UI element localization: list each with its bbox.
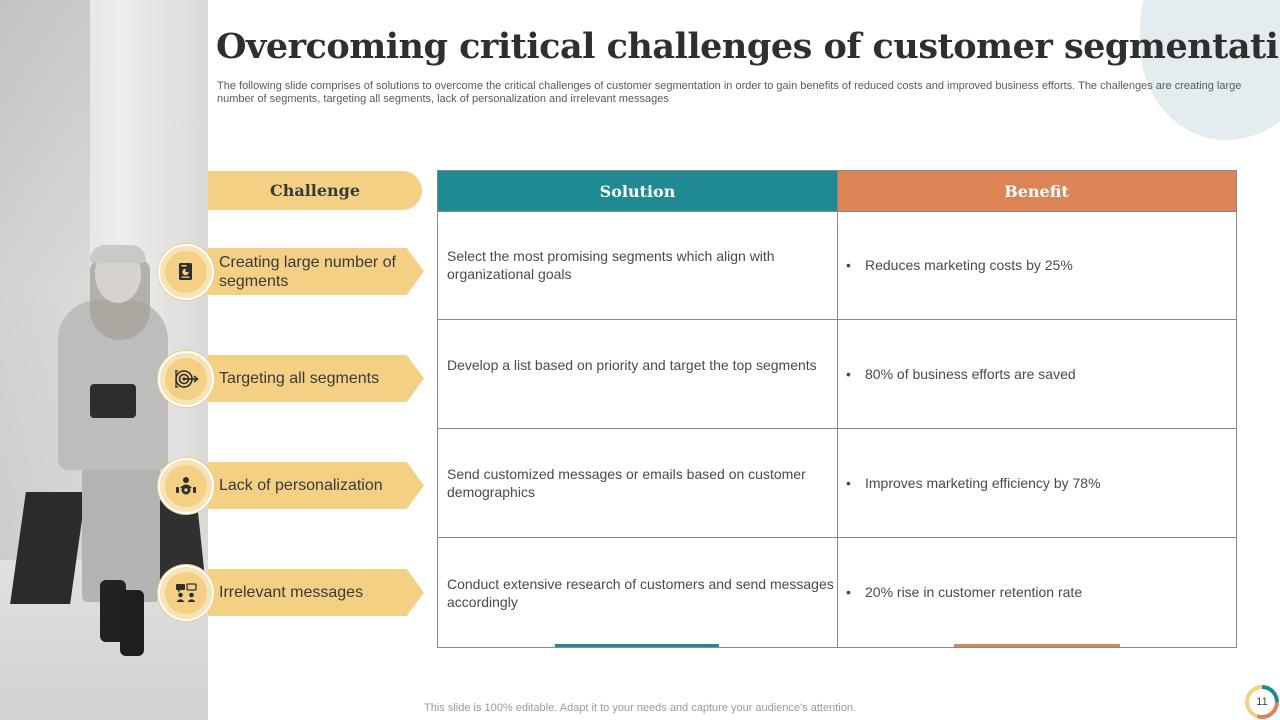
target-icon	[158, 351, 214, 407]
solution-header: Solution	[438, 171, 837, 211]
messages-people-icon	[158, 565, 214, 621]
challenge-arrow	[208, 355, 424, 402]
benefit-cell-1: •Reduces marketing costs by 25%	[846, 257, 1073, 273]
solution-cell-2: Develop a list based on priority and tar…	[447, 357, 817, 373]
challenge-row-3: Lack of personalization	[158, 458, 428, 514]
column-divider	[837, 171, 838, 647]
woman-shopping-photo	[0, 0, 208, 720]
benefit-text: Improves marketing efficiency by 78%	[865, 475, 1101, 491]
page-number-badge: 11	[1245, 685, 1279, 719]
challenge-arrow	[208, 462, 424, 509]
solution-cell-1: Select the most promising segments which…	[447, 248, 775, 282]
row-divider	[438, 319, 1236, 320]
benefit-cell-3: •Improves marketing efficiency by 78%	[846, 475, 1101, 491]
benefit-text: 80% of business efforts are saved	[865, 366, 1076, 382]
challenge-label: Irrelevant messages	[219, 584, 364, 601]
solution-accent-bar	[555, 644, 719, 647]
row-divider	[438, 537, 1236, 538]
slide-subtitle: The following slide comprises of solutio…	[217, 80, 1242, 105]
challenge-label: Targeting all segments	[219, 370, 380, 387]
row-divider	[438, 428, 1236, 429]
challenge-label: Lack of personalization	[219, 477, 383, 494]
benefit-text: 20% rise in customer retention rate	[865, 584, 1083, 600]
challenge-row-1: Creating large number of segments	[158, 244, 428, 300]
solution-cell-4: Conduct extensive research of customers …	[447, 576, 834, 610]
benefit-cell-4: •20% rise in customer retention rate	[846, 584, 1083, 600]
segments-document-icon	[158, 244, 214, 300]
challenge-arrow	[208, 248, 424, 295]
row-divider	[438, 211, 1236, 212]
slide-title: Overcoming critical challenges of custom…	[216, 26, 1280, 67]
challenge-row-4: Irrelevant messages	[158, 565, 428, 621]
challenge-label: Creating large number of segments	[219, 253, 396, 290]
challenge-header: Challenge	[208, 171, 422, 210]
challenge-row-2: Targeting all segments	[158, 351, 428, 407]
benefit-text: Reduces marketing costs by 25%	[865, 257, 1073, 273]
solution-cell-3: Send customized messages or emails based…	[447, 466, 806, 500]
benefit-header: Benefit	[837, 171, 1236, 211]
challenge-arrow	[208, 569, 424, 616]
footer-note: This slide is 100% editable. Adapt it to…	[424, 702, 856, 714]
corner-decoration	[1140, 0, 1280, 140]
solution-benefit-table: Solution Benefit Select the most promisi…	[437, 170, 1237, 648]
benefit-cell-2: •80% of business efforts are saved	[846, 366, 1076, 382]
personalization-gear-icon	[158, 458, 214, 514]
page-number: 11	[1249, 689, 1275, 715]
benefit-accent-bar	[954, 644, 1120, 647]
